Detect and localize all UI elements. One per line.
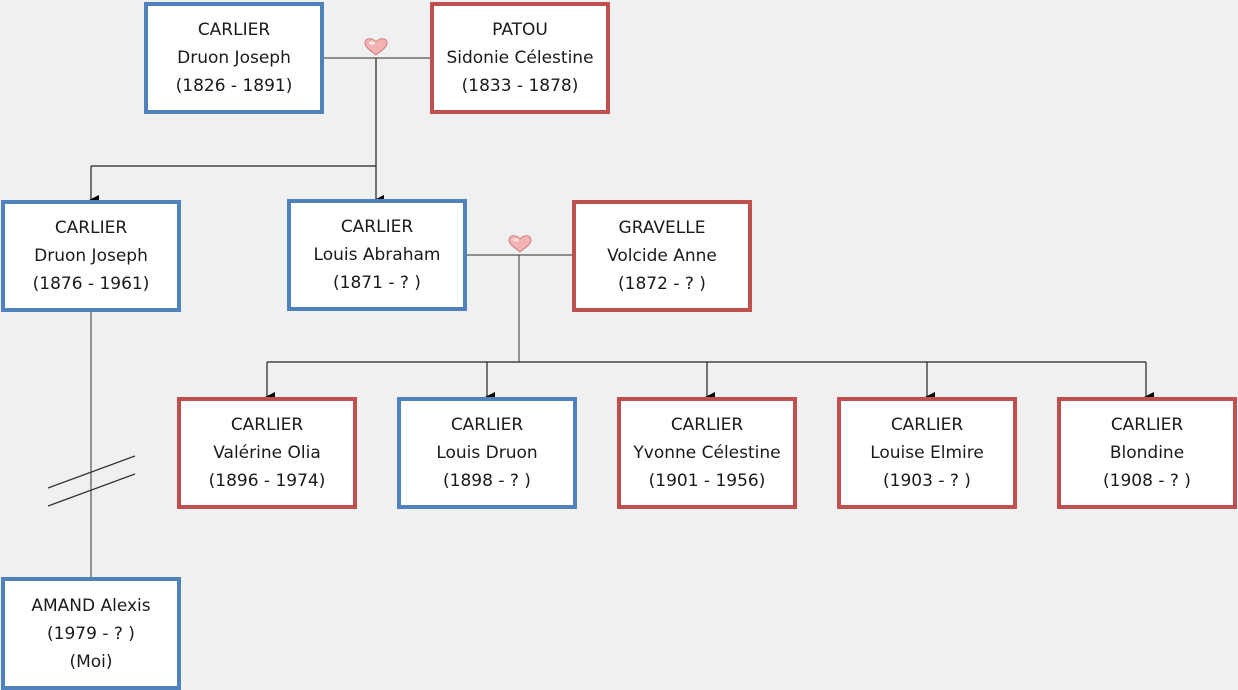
person-years: (1872 - ? ) [618, 274, 706, 294]
person-note: (Moi) [69, 651, 113, 672]
person-given-names: Yvonne Célestine [633, 443, 781, 463]
person-card-carlier-druon-joseph-1826[interactable]: CARLIER Druon Joseph (1826 - 1891) [144, 2, 324, 114]
person-surname: CARLIER [197, 20, 271, 40]
person-surname: CARLIER [1110, 415, 1184, 435]
person-given-names: Druon Joseph [34, 246, 148, 266]
person-given-names: Volcide Anne [607, 246, 717, 266]
person-surname: CARLIER [54, 218, 128, 238]
person-surname: CARLIER [340, 217, 414, 237]
person-years: (1901 - 1956) [648, 471, 766, 491]
person-card-carlier-louis-abraham[interactable]: CARLIER Louis Abraham (1871 - ? ) [287, 199, 467, 311]
person-card-amand-alexis[interactable]: AMAND Alexis (1979 - ? ) (Moi) [1, 577, 181, 690]
person-card-carlier-valerine-olia[interactable]: CARLIER Valérine Olia (1896 - 1974) [177, 397, 357, 509]
person-surname: CARLIER [890, 415, 964, 435]
heart-icon [508, 235, 532, 253]
person-years: (1979 - ? ) [47, 623, 135, 644]
heart-icon [364, 38, 388, 56]
person-card-carlier-louise-elmire[interactable]: CARLIER Louise Elmire (1903 - ? ) [837, 397, 1017, 509]
person-given-names: Louis Druon [436, 443, 538, 463]
person-given-names: Louise Elmire [870, 443, 984, 463]
person-surname: CARLIER [230, 415, 304, 435]
person-card-carlier-yvonne-celestine[interactable]: CARLIER Yvonne Célestine (1901 - 1956) [617, 397, 797, 509]
person-given-names: Louis Abraham [313, 245, 441, 265]
person-years: (1833 - 1878) [461, 76, 579, 96]
person-card-carlier-druon-joseph-1876[interactable]: CARLIER Druon Joseph (1876 - 1961) [1, 200, 181, 312]
person-given-names: Druon Joseph [177, 48, 291, 68]
person-years: (1896 - 1974) [208, 471, 326, 491]
person-years: (1876 - 1961) [32, 274, 150, 294]
person-years: (1898 - ? ) [443, 471, 531, 491]
person-card-patou-sidonie-celestine[interactable]: PATOU Sidonie Célestine (1833 - 1878) [430, 2, 610, 114]
person-given-names: Blondine [1109, 443, 1185, 463]
person-years: (1826 - 1891) [175, 76, 293, 96]
person-card-gravelle-volcide-anne[interactable]: GRAVELLE Volcide Anne (1872 - ? ) [572, 200, 752, 312]
person-full-name: AMAND Alexis [31, 595, 151, 616]
person-surname: GRAVELLE [618, 218, 706, 238]
person-surname: PATOU [492, 20, 548, 40]
person-surname: CARLIER [450, 415, 524, 435]
person-card-carlier-blondine[interactable]: CARLIER Blondine (1908 - ? ) [1057, 397, 1237, 509]
person-years: (1903 - ? ) [883, 471, 971, 491]
person-given-names: Sidonie Célestine [446, 48, 594, 68]
person-years: (1908 - ? ) [1103, 471, 1191, 491]
person-card-carlier-louis-druon[interactable]: CARLIER Louis Druon (1898 - ? ) [397, 397, 577, 509]
person-surname: CARLIER [670, 415, 744, 435]
double-slash-break-icon [47, 455, 136, 507]
person-given-names: Valérine Olia [213, 443, 321, 463]
person-years: (1871 - ? ) [333, 273, 421, 293]
